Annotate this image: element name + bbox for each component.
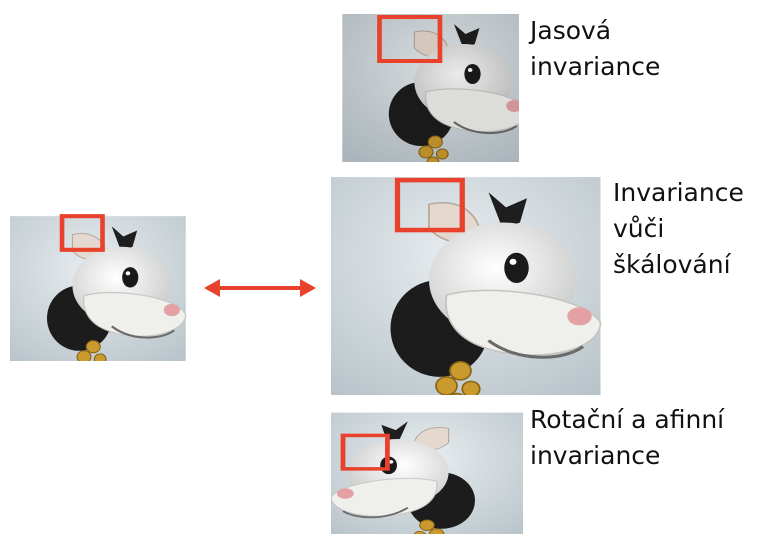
scaled-image <box>331 168 611 395</box>
double-arrow-icon <box>204 276 316 300</box>
rotation-label: Rotační a afinní invariance <box>530 402 724 474</box>
rotated-image <box>331 402 523 534</box>
brightness-image <box>333 12 519 162</box>
original-image <box>10 208 195 361</box>
brightness-label: Jasová invariance <box>530 13 660 85</box>
scale-label: Invariance vůči škálování <box>613 175 744 283</box>
